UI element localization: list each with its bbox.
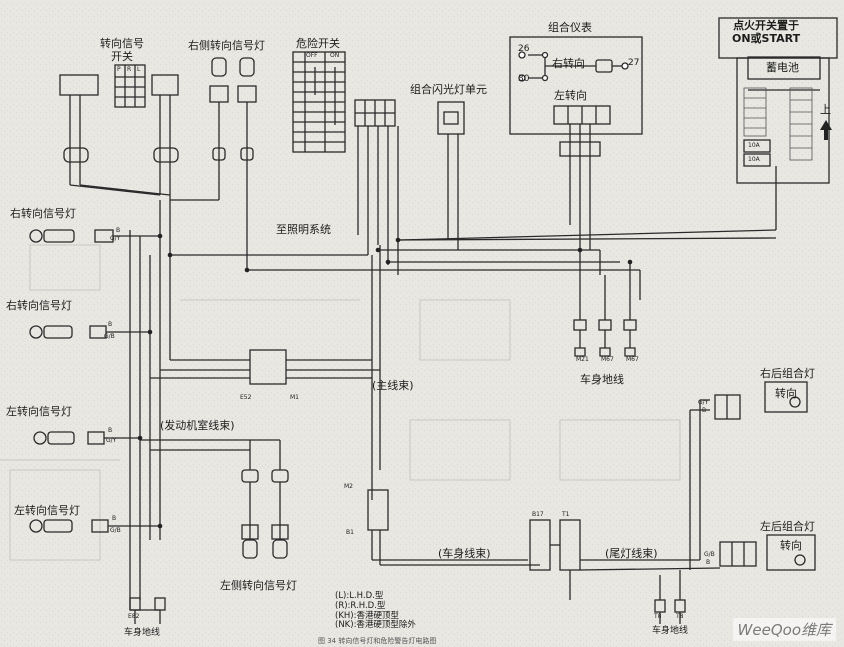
wire-b-1: B	[116, 227, 121, 234]
tail-harness-label: (尾灯线束)	[605, 547, 658, 560]
connector-t1: T1	[562, 511, 570, 518]
fuse-1: 10A	[748, 142, 760, 149]
connector-t8b: T8	[676, 613, 684, 620]
turn-col-r: R	[127, 66, 132, 73]
legend-item: (R):R.H.D.型	[335, 600, 386, 611]
turn-box-right-label: 转向	[775, 387, 797, 400]
right-turn-lamp-label-1: 右转向信号灯	[10, 207, 76, 220]
wire-gb-l: G/B	[704, 551, 715, 558]
turn-col-l: L	[137, 66, 141, 73]
connector-m67b: M67	[626, 356, 639, 363]
caption: 图 34 转向信号灯和危险警告灯电路图	[318, 637, 437, 645]
wire-b-r: B	[702, 407, 707, 414]
wire-b-3: B	[108, 427, 113, 434]
wire-gy-3: G/Y	[106, 437, 117, 444]
combo-meter-label: 组合仪表	[548, 21, 592, 34]
hazard-on-label: ON	[330, 52, 340, 59]
turn-switch-connector	[59, 74, 99, 96]
legend: (L):L.H.D.型 (R):R.H.D.型 (KH):香港硬顶型 (NK):…	[335, 591, 416, 631]
legend-item: (L):L.H.D.型	[335, 591, 384, 601]
pin-27: 27	[628, 58, 640, 68]
right-side-turn-lamp-label: 右侧转向信号灯	[188, 39, 265, 52]
left-turn-lamp-label-2: 左转向信号灯	[14, 504, 80, 517]
up-label: 上	[820, 103, 831, 116]
connector-m67: M67	[601, 356, 614, 363]
right-turn-label: 右转向	[552, 57, 585, 70]
right-turn-lamp-label-2: 右转向信号灯	[6, 299, 72, 312]
main-harness-label: (主线束)	[372, 379, 414, 392]
left-turn-label: 左转向	[554, 89, 587, 102]
left-side-turn-lamp-label: 左侧转向信号灯	[220, 579, 297, 592]
body-ground-mid-label: 车身地线	[580, 373, 624, 386]
hazard-switch-label: 危险开关	[296, 37, 340, 50]
to-lighting-label: 至照明系统	[276, 223, 331, 236]
flasher-unit	[437, 101, 465, 135]
ignition-label: 点火开关置于 ON或START	[732, 19, 801, 45]
wire-b-l: B	[706, 559, 711, 566]
connector-e52: E52	[240, 394, 252, 401]
connector-e82: E82	[128, 613, 140, 620]
right-rear-turn-box	[764, 381, 808, 413]
connector-m2: M2	[344, 483, 353, 490]
body-ground-left-label: 车身地线	[124, 628, 161, 638]
fuse-2: 10A	[748, 156, 760, 163]
wire-gy-1: G/Y	[110, 235, 121, 242]
wire-b-2: B	[108, 321, 113, 328]
right-rear-combo-label: 右后组合灯	[760, 367, 815, 380]
connector-m21: M21	[576, 356, 589, 363]
connector-m1: M1	[290, 394, 299, 401]
combo-meter-box	[509, 36, 643, 135]
left-turn-lamp-label-1: 左转向信号灯	[6, 405, 72, 418]
left-rear-turn-box	[766, 534, 816, 571]
body-ground-right-label: 车身地线	[652, 626, 689, 636]
flasher-unit-label: 组合闪光灯单元	[410, 83, 487, 96]
connector-b17: B17	[532, 511, 544, 518]
turn-col-p: P	[117, 66, 121, 73]
pin-30: 30	[518, 74, 530, 84]
pin-26: 26	[518, 44, 530, 54]
battery-label: 蓄电池	[766, 61, 799, 74]
fuse-block	[736, 57, 830, 184]
wire-gb-4: G/B	[110, 527, 121, 534]
hazard-off-label: OFF	[306, 52, 318, 59]
wire-b-4: B	[112, 515, 117, 522]
watermark: WeeQoo维库	[732, 618, 836, 641]
body-harness-label: (车身线束)	[438, 547, 491, 560]
connector-t8: T8	[654, 613, 662, 620]
turn-switch-label: 转向信号 开关	[100, 37, 144, 63]
legend-item: (NK):香港硬顶型除外	[335, 620, 416, 631]
wire-gy-r: G/Y	[698, 399, 709, 406]
legend-item: (KH):香港硬顶型	[335, 610, 399, 621]
connector-b1: B1	[346, 529, 354, 536]
engine-harness-label: (发动机室线束)	[160, 419, 235, 432]
turn-box-left-label: 转向	[780, 539, 802, 552]
wire-gb-2: G/B	[104, 333, 115, 340]
left-rear-combo-label: 左后组合灯	[760, 520, 815, 533]
